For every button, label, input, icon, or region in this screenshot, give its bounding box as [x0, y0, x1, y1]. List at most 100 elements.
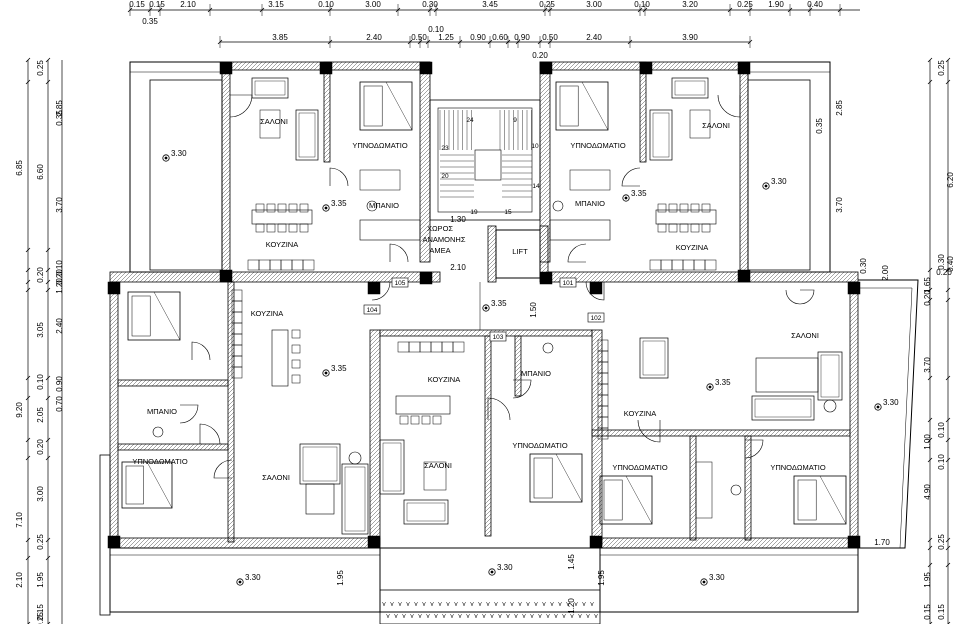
hatch-stroke	[591, 347, 603, 359]
level-text: 3.35	[331, 199, 347, 208]
planting-mark: ⋎	[518, 601, 523, 608]
hatch-stroke	[484, 457, 492, 465]
pillow	[797, 479, 817, 521]
hatch-stroke	[849, 513, 859, 523]
hatch-stroke	[139, 537, 151, 549]
sofa-cushion	[642, 340, 666, 376]
hatch-stroke	[729, 429, 737, 437]
left-dim-label: 0.90	[55, 376, 64, 392]
hatch-stroke	[641, 429, 649, 437]
counter-unit	[231, 333, 243, 346]
hatch-stroke	[221, 233, 231, 243]
counter-unit	[291, 259, 304, 271]
hatch-stroke	[793, 537, 805, 549]
hatch-stroke	[805, 537, 817, 549]
door-tag: 103	[493, 334, 504, 341]
planting-mark: ⋎	[562, 613, 567, 620]
counter-unit	[597, 361, 609, 374]
hatch-stroke	[693, 271, 705, 283]
hatch-stroke	[744, 473, 752, 481]
hatch-stroke	[163, 379, 171, 387]
hatch-stroke	[701, 271, 713, 283]
hatch-stroke	[271, 537, 283, 549]
hatch-stroke	[109, 329, 119, 339]
hatch-stroke	[705, 271, 717, 283]
room-label: ΚΟΥΖΙΝΑ	[624, 409, 656, 418]
hatch-stroke	[661, 271, 673, 283]
hatch-stroke	[753, 271, 765, 283]
right-dim-label: 6.20	[946, 172, 955, 188]
hatch-stroke	[147, 379, 155, 387]
hatch-stroke	[739, 249, 749, 259]
hatch-stroke	[263, 537, 275, 549]
hatch-stroke	[849, 301, 859, 311]
hatch-stroke	[484, 469, 492, 477]
dim-tick	[407, 39, 413, 45]
dim-tick	[945, 79, 951, 85]
hatch-stroke	[657, 271, 669, 283]
hatch-stroke	[109, 429, 119, 439]
hatch-stroke	[681, 271, 693, 283]
hatch-stroke	[445, 329, 453, 337]
hatch-stroke	[849, 401, 859, 411]
hatch-stroke	[591, 443, 603, 455]
hatch-stroke	[433, 329, 441, 337]
hatch-stroke	[245, 61, 255, 71]
top-dim-label: 0.15	[149, 0, 165, 9]
hatch-stroke	[591, 355, 603, 367]
hatch-stroke	[757, 271, 769, 283]
hatch-stroke	[109, 521, 119, 531]
room-label: ΥΠΝΟΔΩΜΑΤΙΟ	[612, 463, 667, 472]
hatch-stroke	[739, 121, 749, 131]
hatch-stroke	[221, 237, 231, 247]
hatch-stroke	[583, 61, 593, 71]
hatch-stroke	[355, 537, 367, 549]
stair-number: 15	[504, 209, 512, 216]
bed-fold	[819, 475, 847, 525]
hatch-stroke	[303, 537, 315, 549]
hatch-stroke	[323, 537, 335, 549]
hatch-stroke	[739, 117, 749, 127]
hatch-stroke	[484, 425, 492, 433]
hatch-stroke	[739, 241, 749, 251]
hatch-stroke	[539, 131, 551, 143]
level-marker-dot	[324, 371, 328, 375]
hatch-stroke	[351, 271, 363, 283]
hatch-stroke	[419, 183, 431, 195]
hatch-stroke	[484, 335, 490, 341]
hatch-stroke	[639, 91, 647, 99]
sofa	[751, 395, 815, 421]
hatch-stroke	[287, 271, 299, 283]
planting-mark: ⋎	[538, 613, 543, 620]
hatch-stroke	[221, 249, 231, 259]
dim-tick	[25, 395, 31, 401]
counter-unit	[671, 259, 684, 271]
left-dim-label: 2.05	[36, 407, 45, 423]
hatch-stroke	[514, 335, 520, 341]
hatch-stroke	[484, 501, 492, 509]
hatch-stroke	[484, 445, 492, 453]
left-dim-label: 2.85	[55, 100, 64, 116]
hatch-stroke	[491, 277, 497, 283]
hatch-stroke	[837, 537, 849, 549]
right-dim-label: 3.70	[835, 197, 844, 213]
hatch-stroke	[227, 351, 235, 359]
hatch-stroke	[777, 271, 789, 283]
hatch-stroke	[109, 377, 119, 387]
hatch-stroke	[849, 321, 859, 331]
hatch-stroke	[247, 537, 259, 549]
hatch-stroke	[265, 61, 275, 71]
hatch-stroke	[514, 385, 522, 393]
hatch-stroke	[159, 537, 171, 549]
hatch-stroke	[175, 271, 187, 283]
hatch-stroke	[591, 367, 603, 379]
hatch-stroke	[175, 443, 183, 451]
left-dim-label: 0.70	[55, 396, 64, 412]
hatch-stroke	[484, 513, 492, 521]
hatch-stroke	[645, 429, 653, 437]
hatch-stroke	[115, 271, 127, 283]
hatch-stroke	[227, 423, 235, 431]
hatch-stroke	[739, 225, 749, 235]
hatch-stroke	[487, 237, 497, 247]
hatch-stroke	[109, 497, 119, 507]
